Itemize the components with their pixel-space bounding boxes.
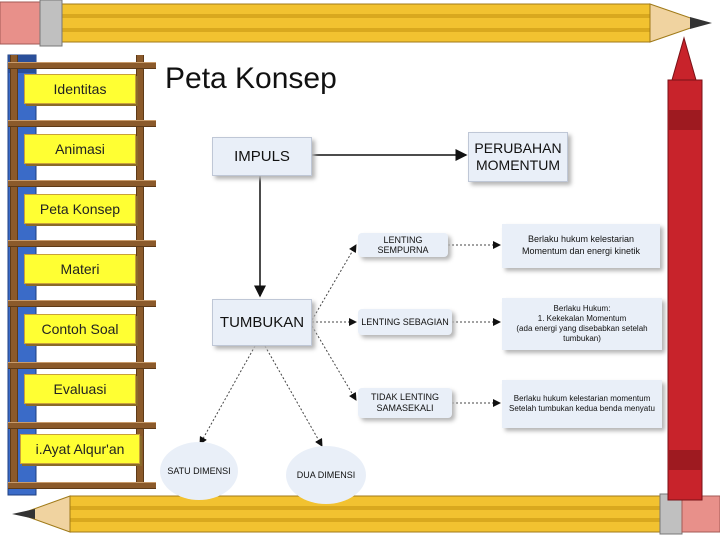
desc-sebagian-line2: 1. Kekekalan Momentum <box>537 314 627 323</box>
perubahan-momentum-box: PERUBAHAN MOMENTUM <box>468 132 568 182</box>
ladder-rung <box>8 240 156 247</box>
arrow-tumbukan-tidak <box>311 325 357 401</box>
desc-sempurna-line1: Berlaku hukum kelestarian <box>527 234 635 245</box>
ladder-rung <box>8 422 156 429</box>
ladder-rung <box>8 362 156 369</box>
perubahan-label-2: MOMENTUM <box>476 157 560 173</box>
tidak-lenting-label-2: SAMASEKALI <box>376 403 434 413</box>
desc-tidak-line1: Berlaku hukum kelestarian momentum <box>513 393 651 403</box>
dua-dimensi-label: DUA DIMENSI <box>296 470 356 480</box>
tumbukan-label: TUMBUKAN <box>219 314 305 331</box>
ladder-rung <box>8 120 156 127</box>
perubahan-label-1: PERUBAHAN <box>474 140 562 157</box>
lenting-sebagian-label: LENTING SEBAGIAN <box>361 317 449 327</box>
page-title: Peta Konsep <box>165 62 337 95</box>
satu-dimensi-label: SATU DIMENSI <box>167 466 231 476</box>
ladder-rung <box>8 482 156 489</box>
crayon-right-icon <box>667 36 703 501</box>
satu-dimensi-ellipse: SATU DIMENSI <box>160 442 238 500</box>
desc-sebagian-line3: (ada energi yang disebabkan setelah <box>516 324 648 333</box>
ladder-rail-right <box>136 55 144 485</box>
lenting-sebagian-box: LENTING SEBAGIAN <box>358 309 452 335</box>
arrow-tumbukan-dua <box>264 345 323 447</box>
arrow-tumbukan-satu <box>199 345 256 445</box>
impuls-box: IMPULS <box>212 137 312 176</box>
ladder-rail-left <box>10 55 18 485</box>
desc-sebagian-line1: Berlaku Hukum: <box>553 304 611 313</box>
tidak-lenting-label-1: TIDAK LENTING <box>370 392 439 403</box>
nav-identitas-button[interactable]: Identitas <box>24 74 136 104</box>
desc-sebagian-line4: tumbukan) <box>563 334 601 343</box>
dua-dimensi-ellipse: DUA DIMENSI <box>286 446 366 504</box>
desc-sebagian-box: Berlaku Hukum: 1. Kekekalan Momentum (ad… <box>502 298 662 350</box>
impuls-label: IMPULS <box>234 148 290 165</box>
arrow-tumbukan-sempurna <box>311 244 357 321</box>
ladder-rung <box>8 180 156 187</box>
desc-sempurna-box: Berlaku hukum kelestarian Momentum dan e… <box>502 224 660 268</box>
ladder-rung <box>8 300 156 307</box>
nav-materi-button[interactable]: Materi <box>24 254 136 284</box>
tidak-lenting-box: TIDAK LENTING SAMASEKALI <box>358 388 452 418</box>
nav-animasi-button[interactable]: Animasi <box>24 134 136 164</box>
desc-tidak-box: Berlaku hukum kelestarian momentum Setel… <box>502 380 662 428</box>
lenting-sempurna-box: LENTING SEMPURNA <box>358 233 448 257</box>
nav-evaluasi-button[interactable]: Evaluasi <box>24 374 136 404</box>
tumbukan-box: TUMBUKAN <box>212 299 312 346</box>
nav-peta-konsep-button[interactable]: Peta Konsep <box>24 194 136 224</box>
pencil-bottom-icon <box>12 493 720 535</box>
pencil-top-icon <box>0 0 712 47</box>
lenting-sempurna-label: LENTING SEMPURNA <box>377 235 429 255</box>
nav-contoh-soal-button[interactable]: Contoh Soal <box>24 314 136 344</box>
nav-ayat-button[interactable]: i.Ayat Alqur'an <box>20 434 140 464</box>
ladder-rung <box>8 62 156 69</box>
desc-tidak-line2: Setelah tumbukan kedua benda menyatu <box>509 404 655 413</box>
desc-sempurna-line2: Momentum dan energi kinetik <box>521 246 641 256</box>
